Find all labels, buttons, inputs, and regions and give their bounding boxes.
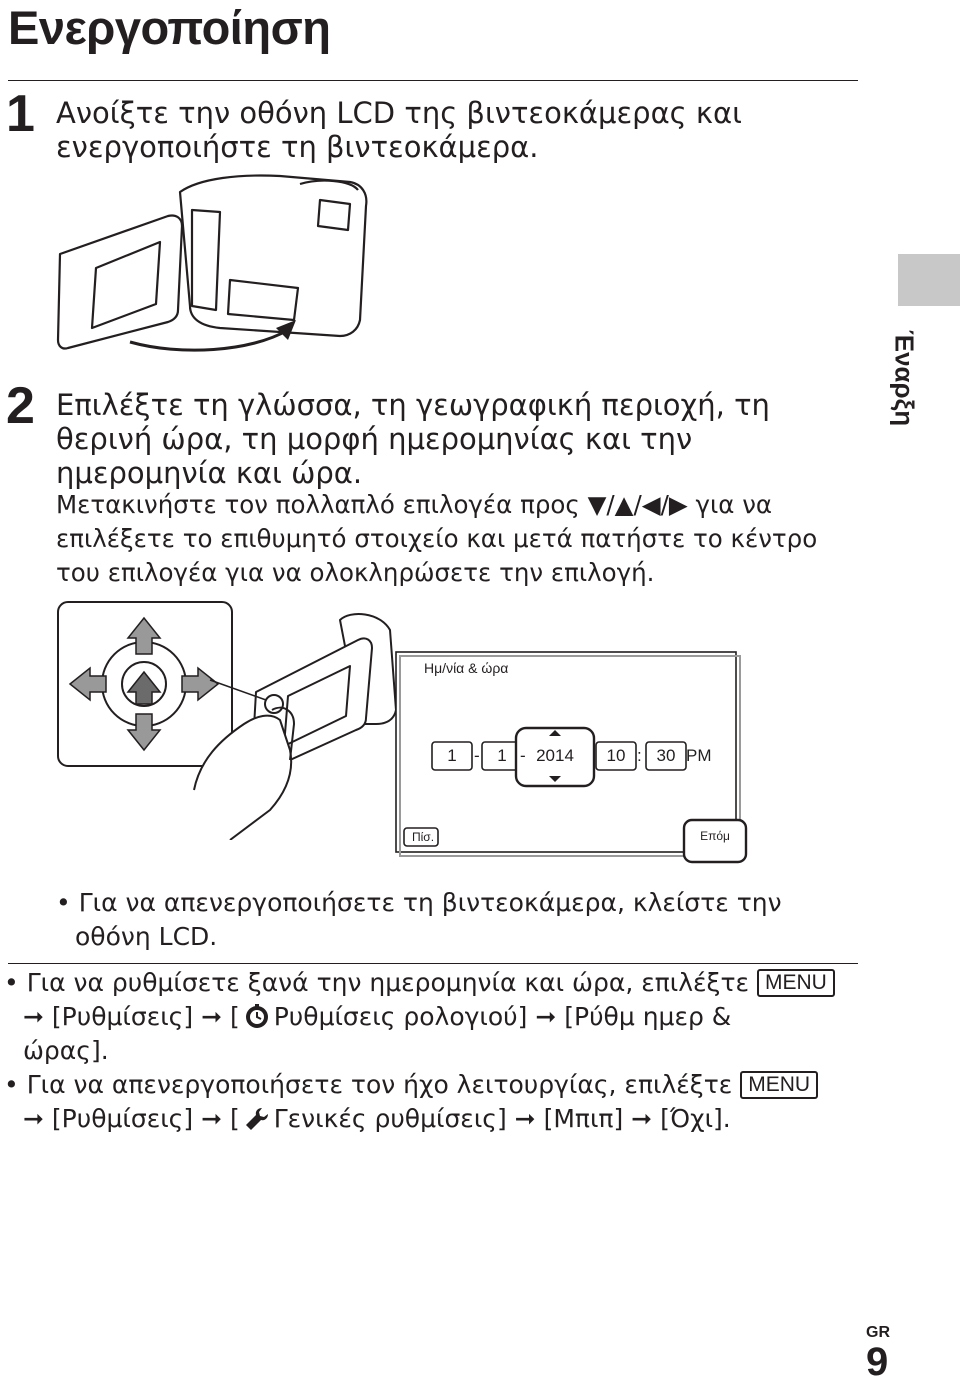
screen-month: 1 (447, 746, 457, 765)
step-2-text: Επιλέξτε τη γλώσσα, τη γεωγραφική περιοχ… (56, 388, 770, 490)
screen-sep-2: - (520, 746, 526, 765)
multi-selector-illustration (57, 601, 233, 767)
tips-rule (8, 963, 858, 964)
screen-ampm: PM (686, 746, 712, 765)
screen-next-button[interactable]: Επόμ (700, 829, 730, 843)
title-rule (8, 80, 858, 81)
wrench-icon (245, 1108, 268, 1130)
section-label: Έναρξη (884, 318, 924, 438)
menu-key-icon: MENU (740, 1071, 819, 1099)
arrow-left-icon (68, 666, 107, 702)
screen-year[interactable]: 2014 (536, 746, 574, 765)
screen-time-sep: : (637, 746, 642, 765)
step-1-text: Ανοίξτε την οθόνη LCD της βιντεοκάμερας … (56, 96, 742, 164)
screen-day: 1 (497, 746, 507, 765)
screen-sep-1: - (474, 746, 480, 765)
lcd-date-time-screen (395, 651, 748, 864)
screen-hour: 10 (606, 746, 626, 765)
arrow-right-icon: ➞ (201, 1002, 223, 1031)
arrow-right-icon: ➞ (535, 1002, 557, 1031)
arrow-right-icon: ➞ (23, 1104, 44, 1133)
arrow-right-icon: ➞ (631, 1104, 653, 1133)
year-selection-highlight (514, 726, 596, 788)
rotate-arrow (129, 328, 289, 352)
hour-field (595, 741, 637, 771)
arrow-right-icon (181, 666, 220, 702)
camcorder-open-illustration (56, 174, 368, 352)
arrow-right-icon: ➞ (514, 1104, 536, 1133)
arrow-up-icon (126, 616, 162, 655)
section-tab (898, 254, 960, 306)
month-field (431, 741, 473, 771)
arrow-right-icon: ➞ (23, 1002, 44, 1031)
screen-minute: 30 (656, 746, 676, 765)
hand-on-camcorder-illustration (193, 613, 397, 840)
tip-reset-date: • Για να ρυθμίσετε ξανά την ημερομηνία κ… (4, 966, 835, 1068)
arrow-down-icon (126, 713, 162, 752)
back-field (403, 827, 439, 847)
tip-beep-off: • Για να απενεργοποιήσετε τον ήχο λειτου… (4, 1068, 819, 1136)
screen-title: Ημ/νία & ώρα (424, 660, 509, 676)
minute-field (645, 741, 687, 771)
language-code: GR (866, 1324, 890, 1341)
year-down-icon (549, 776, 561, 782)
power-off-note: • Για να απενεργοποιήσετε τη βιντεοκάμερ… (56, 888, 782, 951)
arrow-right-icon: ➞ (201, 1104, 223, 1133)
step-1-number: 1 (6, 85, 35, 143)
step-2-detail: Μετακινήστε τον πολλαπλό επιλογέα προς ▼… (56, 490, 818, 587)
clock-settings-icon (245, 1004, 268, 1028)
screen-back-button[interactable]: Πίσ. (411, 830, 435, 844)
press-center-icon (126, 670, 162, 705)
page-number: 9 (866, 1340, 889, 1384)
section-label-text: Έναρξη (889, 329, 920, 427)
menu-key-icon: MENU (757, 969, 835, 997)
step-2-number: 2 (6, 377, 35, 435)
year-up-icon (549, 730, 561, 736)
next-highlight (682, 818, 748, 864)
page-title: Ενεργοποίηση (8, 1, 331, 54)
